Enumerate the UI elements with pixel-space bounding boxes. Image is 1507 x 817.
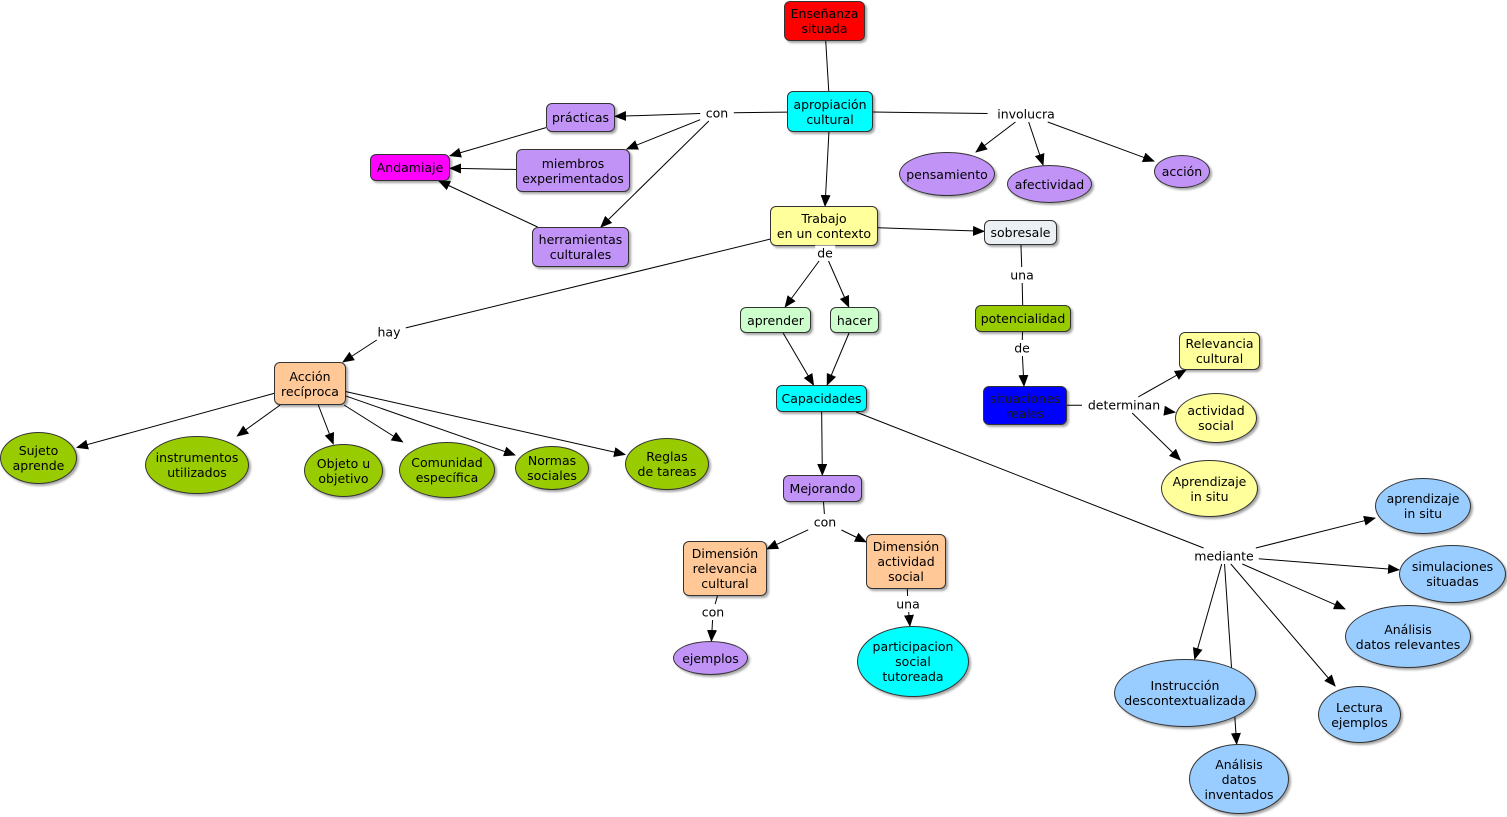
concept-accionreciproca[interactable]: Acción recíproca [274, 362, 346, 405]
connection-mediante-aprendizajeinsitu2 [1255, 515, 1376, 549]
concept-practicas[interactable]: prácticas [546, 103, 615, 132]
connection-mejorando-con2 [823, 501, 825, 515]
concept-capacidades[interactable]: Capacidades [776, 385, 867, 412]
connection-hacer-capacidades [826, 332, 850, 386]
connection-trabajo-hay [405, 238, 771, 329]
concept-andamiaje[interactable]: Andamiaje [370, 154, 450, 181]
connection-accionreciproca-instrumentos [236, 404, 281, 437]
concept-analisisrel[interactable]: Análisis datos relevantes [1345, 605, 1471, 668]
connection-accionreciproca-objeto [317, 404, 335, 445]
concept-simulaciones[interactable]: simulaciones situadas [1399, 545, 1506, 603]
connection-accionreciproca-normas [345, 395, 516, 457]
connection-apropiacion-trabajo [820, 131, 831, 207]
concept-normas[interactable]: Normas sociales [515, 446, 589, 490]
link-con2: con [811, 514, 839, 530]
concept-aprendizajeinsitu1[interactable]: Aprendizaje in situ [1161, 460, 1258, 517]
connection-apropiacion-involucra [872, 111, 988, 115]
concept-analisisinv[interactable]: Análisis datos inventados [1189, 744, 1289, 814]
concept-participacion[interactable]: participacion social tutoreada [857, 626, 969, 697]
connection-una2-participacion [903, 611, 914, 627]
link-con1: con [703, 105, 731, 121]
connection-con1-miembros [625, 119, 701, 150]
connection-ensenanza-apropiacion [825, 40, 830, 92]
connection-herramientas-andamiaje [438, 180, 538, 228]
concept-hacer[interactable]: hacer [830, 307, 879, 333]
connection-apropiacion-con1 [733, 111, 788, 114]
connection-mediante-instruccion [1192, 563, 1223, 660]
connection-determinan-actividadsocial [1163, 405, 1176, 416]
connection-capacidades-mejorando [817, 411, 828, 476]
connection-capacidades-mediante [855, 411, 1204, 549]
connection-mediante-simulaciones [1258, 558, 1400, 574]
connection-de1-aprender [784, 260, 820, 308]
connection-con3-ejemplos [707, 619, 718, 642]
connection-accionreciproca-sujeto [76, 392, 275, 450]
connection-una1-potencialidad [1021, 282, 1024, 306]
concept-comunidad[interactable]: Comunidad específica [399, 442, 495, 498]
link-mediante: mediante [1192, 548, 1256, 564]
concept-aprender[interactable]: aprender [740, 307, 811, 333]
connection-trabajo-sobresale [877, 225, 985, 236]
connection-determinan-relevancia [1137, 369, 1187, 398]
concept-instruccion[interactable]: Instrucción descontextualizada [1114, 659, 1256, 727]
connection-practicas-andamiaje [449, 127, 547, 158]
link-una2: una [894, 596, 922, 612]
concept-objeto[interactable]: Objeto u objetivo [304, 444, 383, 497]
connection-con1-practicas [614, 111, 701, 121]
link-una1: una [1008, 267, 1036, 283]
connection-con2-dimrelevancia [766, 529, 809, 550]
concept-aprendizajeinsitu2[interactable]: aprendizaje in situ [1375, 478, 1471, 534]
connection-involucra-afectividad [1028, 121, 1045, 166]
concept-sujeto[interactable]: Sujeto aprende [0, 432, 77, 484]
concept-herramientas[interactable]: herramientas culturales [532, 227, 629, 267]
concept-reglas[interactable]: Reglas de tareas [625, 438, 709, 490]
connection-hay-accionreciproca [342, 339, 378, 363]
connection-accionreciproca-reglas [345, 391, 626, 457]
concept-dimactividad[interactable]: Dimensión actividad social [866, 534, 946, 589]
connection-mediante-analisisrel [1242, 563, 1346, 610]
concept-situaciones[interactable]: situaciones reales [983, 386, 1067, 425]
link-con3: con [699, 604, 727, 620]
concept-accion[interactable]: acción [1154, 155, 1210, 188]
concept-miembros[interactable]: miembros experimentados [516, 149, 630, 192]
connection-de1-hacer [828, 260, 850, 308]
connection-con1-herramientas [600, 120, 710, 228]
connection-accionreciproca-comunidad [343, 404, 404, 443]
connection-involucra-pensamiento [975, 121, 1016, 153]
concept-dimrelevancia[interactable]: Dimensión relevancia cultural [683, 541, 767, 596]
concept-potencialidad[interactable]: potencialidad [975, 305, 1071, 332]
concept-trabajo[interactable]: Trabajo en un contexto [770, 206, 878, 246]
connection-dimrelevancia-con3 [714, 595, 718, 605]
concept-lectura[interactable]: Lectura ejemplos [1318, 686, 1401, 743]
connection-con2-dimactividad [841, 529, 867, 543]
concept-instrumentos[interactable]: instrumentos utilizados [145, 436, 249, 494]
concept-sobresale[interactable]: sobresale [984, 220, 1057, 245]
connection-sobresale-una1 [1020, 244, 1023, 268]
concept-mejorando[interactable]: Mejorando [783, 475, 862, 502]
link-involucra: involucra [995, 106, 1057, 122]
link-determinan: determinan [1085, 397, 1163, 413]
concept-ensenanza[interactable]: Enseñanza situada [784, 1, 865, 41]
link-de1: de [815, 245, 835, 261]
concept-afectividad[interactable]: afectividad [1007, 165, 1092, 203]
connection-mediante-lectura [1230, 563, 1336, 687]
concept-ejemplos[interactable]: ejemplos [673, 641, 748, 675]
concept-pensamiento[interactable]: pensamiento [899, 152, 995, 196]
connection-involucra-accion [1047, 121, 1155, 163]
connection-determinan-aprendizajeinsitu1 [1131, 412, 1182, 461]
concept-relevancia[interactable]: Relevancia cultural [1179, 332, 1260, 370]
concept-actividadsocial[interactable]: actividad social [1175, 393, 1257, 443]
connection-aprender-capacidades [782, 332, 815, 386]
concept-apropiacion[interactable]: apropiación cultural [787, 91, 873, 132]
connection-de2-situaciones [1018, 355, 1029, 387]
link-hay: hay [375, 324, 403, 340]
link-de2: de [1012, 340, 1032, 356]
connection-miembros-andamiaje [449, 163, 517, 174]
